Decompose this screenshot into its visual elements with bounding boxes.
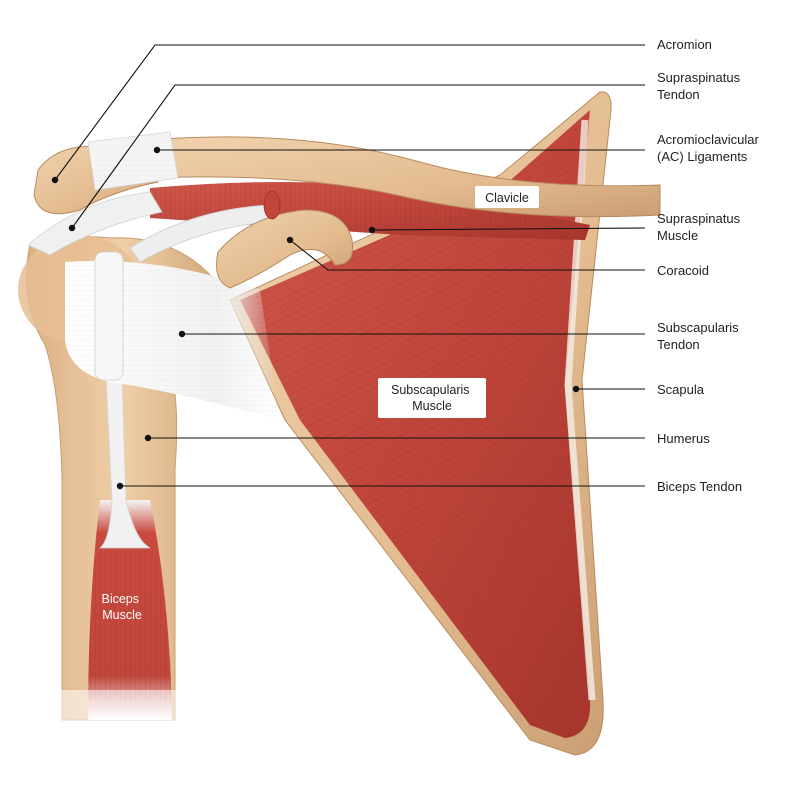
label-acromion: Acromion bbox=[657, 37, 712, 52]
label-clavicle: Clavicle bbox=[485, 191, 529, 205]
leader-coracoid bbox=[289, 239, 645, 271]
label-biceps-tendon: Biceps Tendon bbox=[657, 479, 742, 494]
leader-dots bbox=[51, 146, 580, 490]
label-humerus: Humerus bbox=[657, 431, 710, 446]
coracoid-bone bbox=[216, 209, 354, 289]
supraspinatus-tendon bbox=[27, 191, 163, 256]
leader-lines bbox=[54, 44, 646, 487]
leader-supraspinatus-tendon bbox=[71, 84, 645, 229]
label-coracoid: Coracoid bbox=[657, 263, 709, 278]
label-subscapularis-tendon: Subscapularis Tendon bbox=[657, 320, 742, 352]
label-supraspinatus-muscle: Supraspinatus Muscle bbox=[657, 211, 744, 243]
label-biceps-muscle: Biceps Muscle bbox=[101, 592, 142, 622]
subscapularis-tendon bbox=[65, 251, 280, 420]
inline-labels: Clavicle Subscapularis Muscle Biceps Mus… bbox=[101, 186, 539, 622]
leader-supraspinatus-muscle bbox=[371, 227, 646, 231]
biceps bbox=[60, 500, 190, 730]
supraspinatus bbox=[150, 181, 590, 240]
leader-acromion bbox=[54, 44, 645, 181]
label-ac-ligaments: Acromioclavicular (AC) Ligaments bbox=[657, 132, 763, 164]
label-scapula: Scapula bbox=[657, 382, 705, 397]
label-supraspinatus-tendon: Supraspinatus Tendon bbox=[657, 70, 744, 102]
label-subscapularis-muscle: Subscapularis Muscle bbox=[391, 383, 473, 413]
external-labels: Acromion Supraspinatus Tendon Acromiocla… bbox=[657, 37, 763, 494]
